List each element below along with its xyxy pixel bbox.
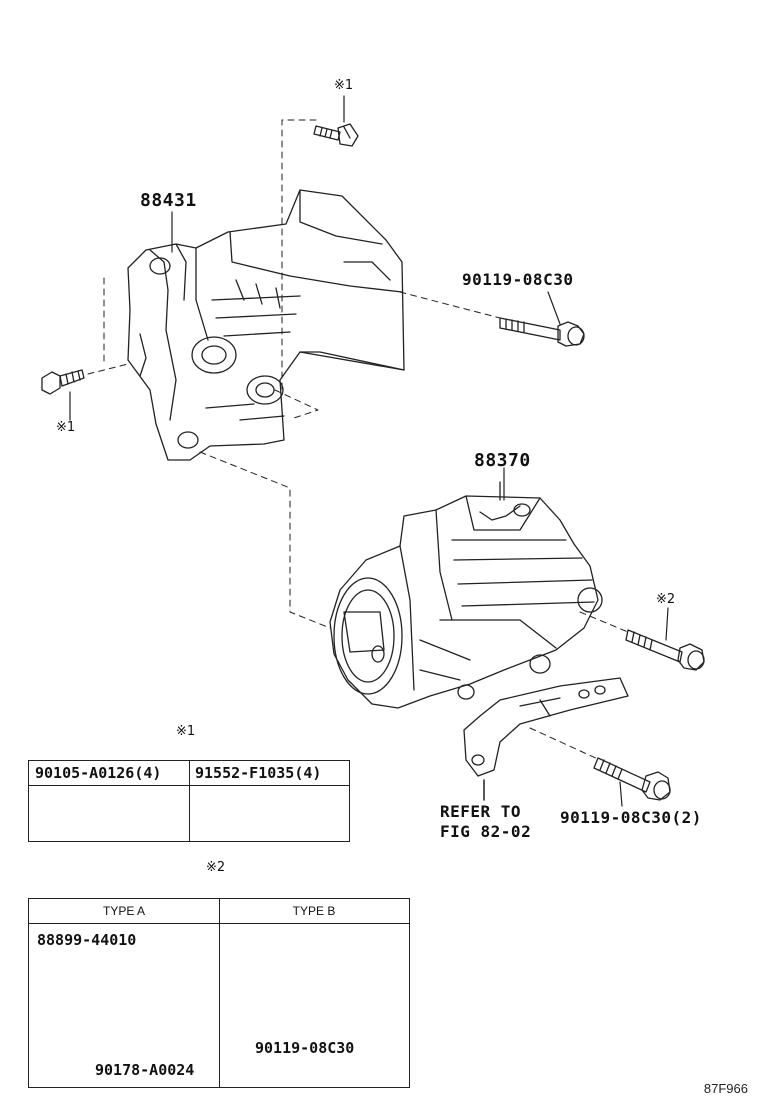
callout-refer-line1: REFER TO — [440, 802, 522, 821]
figure-reference-code: 87F966 — [703, 1081, 748, 1096]
assembly-dashed-lines — [87, 119, 629, 761]
table1-note-mark: ※1 — [176, 724, 196, 739]
table2-type-options: TYPE A TYPE B 88899-44010 90178-A0024 90… — [28, 898, 410, 1088]
bolt-lower-right — [593, 757, 671, 801]
table2-header-type-b: TYPE B — [292, 904, 336, 918]
bracket-88431-drawing — [127, 189, 405, 461]
callout-refer-line2: FIG 82-02 — [440, 822, 532, 841]
table1-column-divider — [189, 761, 190, 841]
table2-type-b-part1: 90119-08C30 — [255, 1039, 355, 1057]
bolt-bracket-right — [499, 317, 585, 347]
callout-bolt-bracket-right: 90119-08C30 — [462, 270, 574, 289]
table1-part-options: 90105-A0126(4) 91552-F1035(4) — [28, 760, 350, 842]
lower-bracket — [463, 677, 629, 801]
note1-mark-top: ※1 — [334, 78, 354, 93]
note2-mark-compressor: ※2 — [656, 592, 676, 607]
compressor-88370-drawing — [329, 481, 603, 709]
table1-col1-part: 90105-A0126(4) — [35, 764, 162, 782]
bolt-note2 — [625, 629, 705, 671]
bolt-left — [41, 369, 85, 395]
callout-bracket: 88431 — [140, 190, 197, 211]
table2-note-mark: ※2 — [206, 860, 226, 875]
callout-bolt-lower-right: 90119-08C30(2) — [560, 808, 702, 827]
table2-type-a-part2: 90178-A0024 — [95, 1061, 195, 1079]
table2-type-a-part1: 88899-44010 — [37, 931, 137, 949]
leader-lines — [69, 95, 669, 807]
table2-header-type-a: TYPE A — [102, 904, 146, 918]
note1-mark-left: ※1 — [56, 420, 76, 435]
bolt-top — [313, 123, 359, 147]
table2-column-divider — [219, 899, 220, 1087]
callout-compressor: 88370 — [474, 450, 531, 471]
table1-col2-part: 91552-F1035(4) — [195, 764, 322, 782]
